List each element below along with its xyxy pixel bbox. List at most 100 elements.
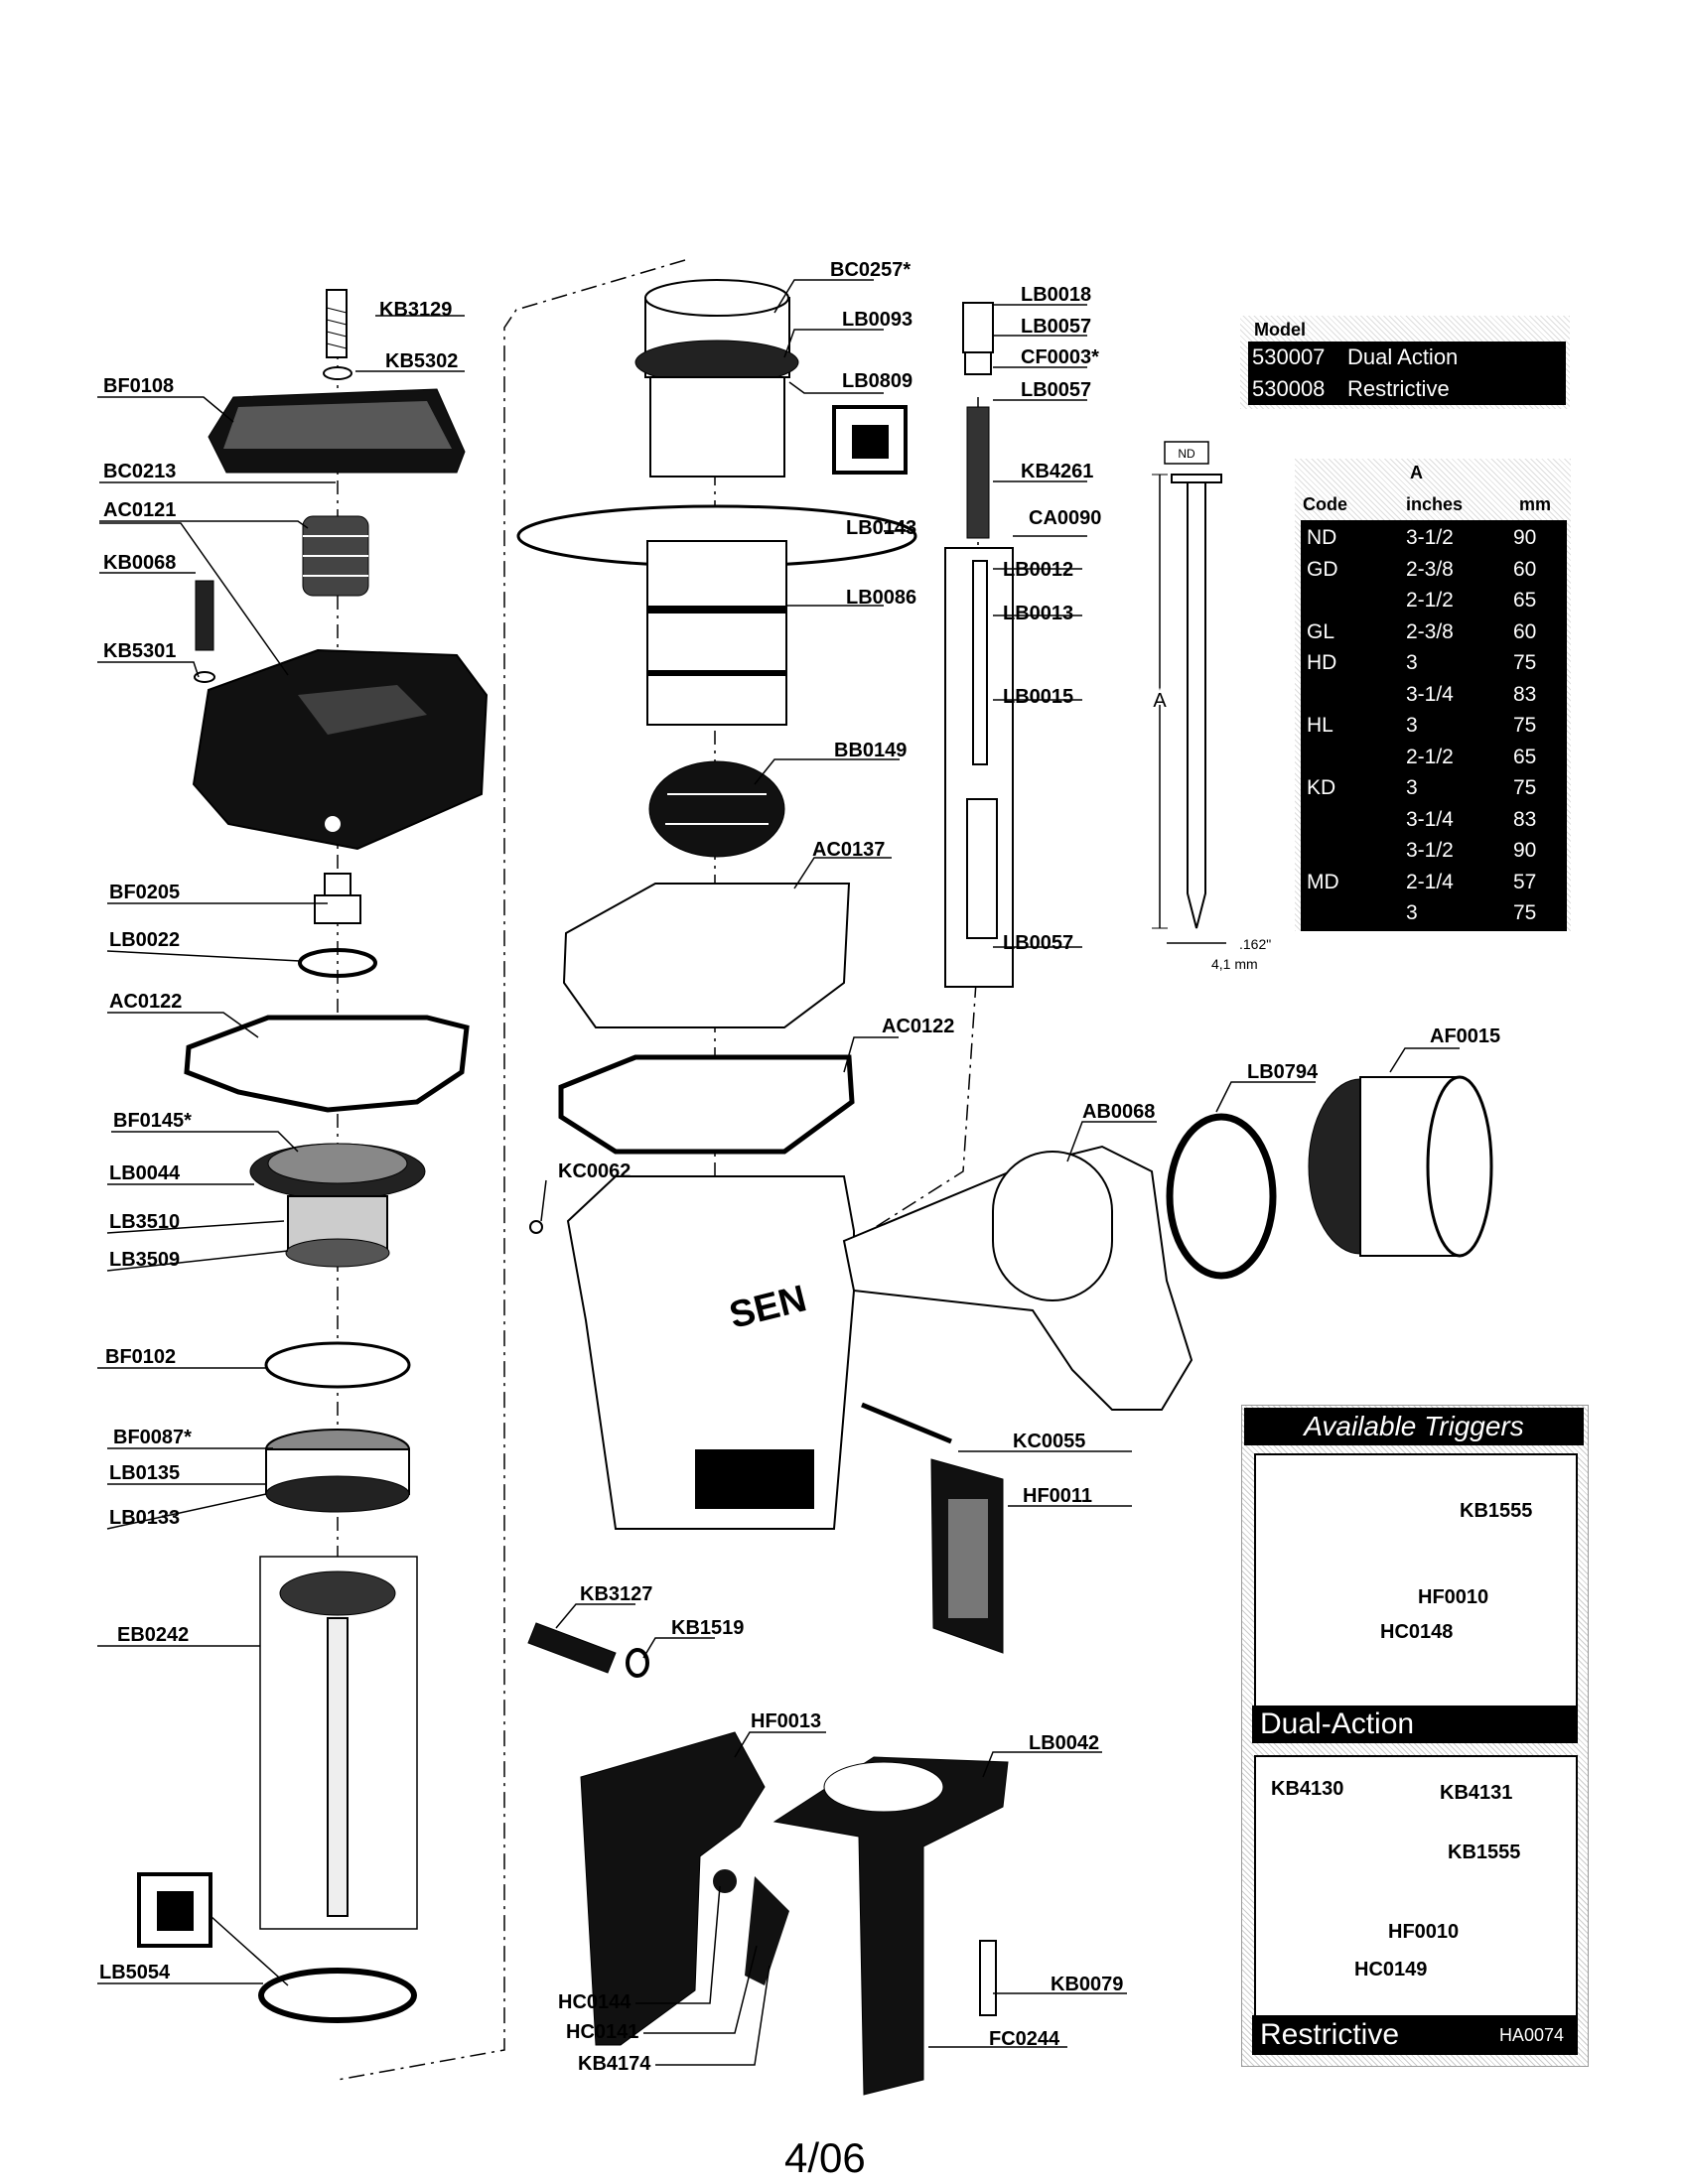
spec-mm: 75	[1513, 901, 1537, 924]
label-bb0149: BB0149	[834, 740, 907, 761]
label-bc0213: BC0213	[103, 461, 176, 482]
nail-dimension-drawing: ND A .162" 4,1 mm	[1151, 441, 1271, 972]
label-bf0102: BF0102	[105, 1346, 176, 1368]
label-kb5302: KB5302	[385, 350, 458, 372]
spec-inches: 3	[1406, 714, 1418, 737]
label-lb0086: LB0086	[846, 587, 916, 609]
spec-row: 3-1/4 83	[1301, 679, 1567, 711]
piston-bf0087	[265, 1429, 410, 1513]
nose-fc0244	[772, 1756, 1009, 2096]
spec-mm: 75	[1513, 651, 1537, 674]
shank-diameter-in: .162"	[1239, 936, 1271, 952]
label-kb3127: KB3127	[580, 1583, 652, 1605]
spec-inches: 2-3/8	[1406, 557, 1454, 581]
label-cf0003: CF0003*	[1021, 346, 1099, 368]
spec-inches: 3	[1406, 651, 1418, 674]
spec-inches: 3-1/4	[1406, 682, 1454, 706]
label-kb5301: KB5301	[103, 640, 176, 662]
spec-mm: 90	[1513, 526, 1537, 549]
label-kc0055: KC0055	[1013, 1431, 1085, 1452]
cylinder-cap-ac0121	[192, 648, 489, 851]
washer-kb5301	[194, 671, 215, 683]
label-lb0093: LB0093	[842, 309, 912, 331]
spec-row: 3 75	[1301, 897, 1567, 929]
restrictive-label: Restrictive	[1260, 2018, 1400, 2051]
spec-mm: 75	[1513, 714, 1537, 737]
model-row: 530008 Restrictive	[1248, 373, 1566, 405]
dual-action-label: Dual-Action	[1252, 1706, 1578, 1743]
model-table: Model 530007 Dual Action 530008 Restrict…	[1240, 316, 1570, 409]
diagram-code: HA0074	[1498, 2025, 1564, 2045]
label-ac0121: AC0121	[103, 499, 176, 521]
spec-mm: 65	[1513, 745, 1537, 768]
spec-mm: 60	[1513, 557, 1537, 581]
spring-bf0205	[314, 873, 361, 924]
label-bf0108: BF0108	[103, 375, 174, 397]
seal-icon-middle	[832, 405, 908, 475]
label-ac0122-middle: AC0122	[882, 1016, 954, 1037]
label-kb3129: KB3129	[379, 299, 452, 321]
spec-row: HL 3 75	[1301, 710, 1567, 742]
spec-header-mm: mm	[1519, 494, 1552, 514]
nail-tag: ND	[1178, 447, 1195, 461]
screw-kb3129	[326, 289, 348, 358]
page-number: 4/06	[784, 2134, 866, 2181]
triggers-title: Available Triggers	[1244, 1408, 1584, 1445]
spec-inches: 3	[1406, 901, 1418, 924]
oring-lb0794	[1166, 1113, 1277, 1280]
label-lb0143: LB0143	[846, 517, 916, 539]
cap-bf0108	[208, 388, 466, 474]
label-ca0090: CA0090	[1029, 507, 1101, 529]
label-lb3510: LB3510	[109, 1211, 180, 1233]
label-hf0011: HF0011	[1023, 1485, 1092, 1507]
spec-code: HL	[1307, 714, 1333, 737]
label-lb0012: LB0012	[1003, 559, 1073, 581]
oring-lb0022	[298, 948, 377, 978]
ring-bf0102	[264, 1341, 411, 1389]
label-lb0135: LB0135	[109, 1462, 180, 1484]
trigger-hf0011	[930, 1458, 1004, 1654]
spec-mm: 75	[1513, 776, 1537, 799]
label-bf0087: BF0087*	[113, 1427, 192, 1448]
spec-header-inches: inches	[1406, 494, 1464, 514]
spec-inches: 2-1/4	[1406, 870, 1454, 893]
restrictive-box	[1254, 1755, 1578, 2019]
dual-action-box	[1254, 1453, 1578, 1709]
label-kb0079: KB0079	[1051, 1974, 1123, 1995]
label-ac0122-left: AC0122	[109, 991, 182, 1013]
label-af0015: AF0015	[1430, 1025, 1500, 1047]
label-bf0145: BF0145*	[113, 1110, 192, 1132]
label-lb3509: LB3509	[109, 1249, 180, 1271]
label-hc0141: HC0141	[566, 2021, 638, 2043]
spacer-ac0137	[562, 883, 851, 1028]
label-lb0018: LB0018	[1021, 284, 1091, 306]
spec-mm: 83	[1513, 682, 1537, 706]
label-ab0068: AB0068	[1082, 1101, 1155, 1123]
trigger-valve-assembly	[944, 302, 1014, 988]
shank-diameter-mm: 4,1 mm	[1211, 956, 1258, 972]
label-kc0062: KC0062	[558, 1160, 631, 1182]
label-lb0794: LB0794	[1247, 1061, 1319, 1083]
label-kb1519: KB1519	[671, 1617, 744, 1639]
label-lb0044: LB0044	[109, 1162, 181, 1184]
spec-mm: 65	[1513, 589, 1537, 612]
bumper-bb0149	[648, 760, 785, 858]
label-kb4261: KB4261	[1021, 461, 1093, 482]
pin-kc0055	[861, 1402, 952, 1444]
restrictive-label-bar: Restrictive HA0074	[1252, 2015, 1578, 2055]
spec-mm: 90	[1513, 839, 1537, 862]
spec-header-code: Code	[1303, 494, 1347, 514]
spec-inches: 2-3/8	[1406, 619, 1454, 643]
spec-inches: 3	[1406, 776, 1418, 799]
label-eb0242: EB0242	[117, 1624, 189, 1646]
